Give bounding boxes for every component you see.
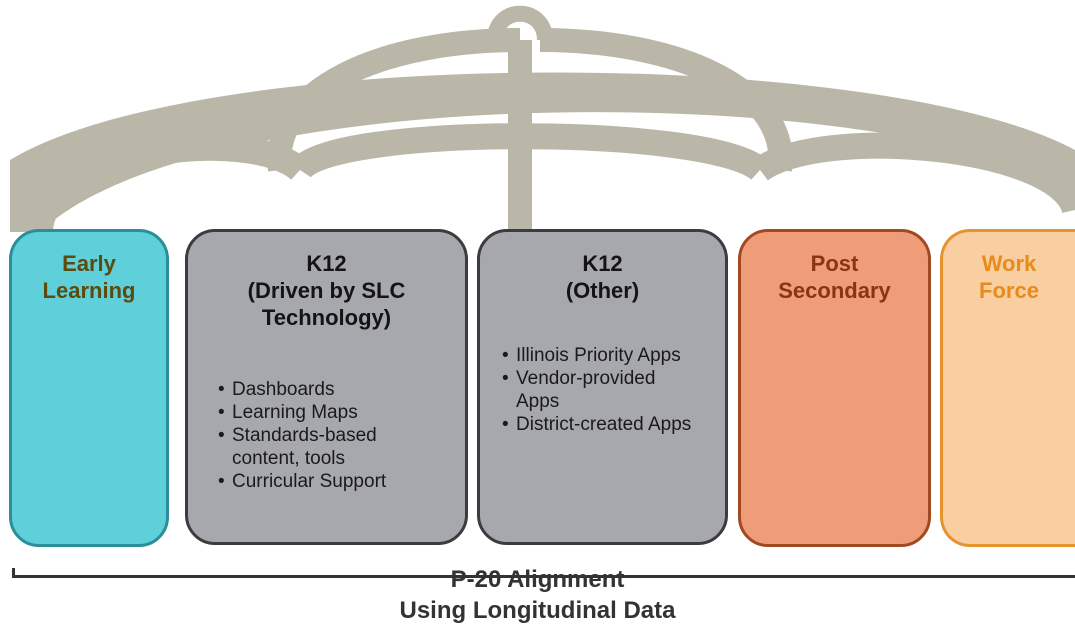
column-title: Post Secondary (741, 250, 928, 304)
column-work-force: Work Force (940, 229, 1075, 547)
list-item: Vendor-provided Apps (502, 367, 692, 413)
column-k12-other: K12 (Other) Illinois Priority Apps Vendo… (477, 229, 728, 545)
list-item: District-created Apps (502, 413, 692, 436)
title-line: K12 (582, 251, 623, 276)
title-line: (Driven by SLC (247, 278, 406, 303)
umbrella-handle (487, 5, 553, 41)
list-item: Standards-based content, tools (218, 424, 432, 470)
list-item: Dashboards (218, 378, 432, 401)
title-line: Early (62, 251, 116, 276)
title-line: Secondary (778, 278, 891, 303)
title-line: Post (810, 251, 859, 276)
column-post-secondary: Post Secondary (738, 229, 931, 547)
umbrella-shaft (508, 40, 532, 232)
list-item: Curricular Support (218, 470, 432, 493)
column-early-learning: Early Learning (9, 229, 169, 547)
umbrella-graphic (10, 5, 1075, 232)
column-title: K12 (Other) (480, 250, 725, 304)
alignment-bracket (12, 568, 1075, 578)
list-item: Learning Maps (218, 401, 432, 424)
footer-title: P-20 Alignment (450, 566, 625, 593)
column-k12-slc: K12 (Driven by SLC Technology) Dashboard… (185, 229, 468, 545)
title-line: K12 (306, 251, 347, 276)
bullet-list: Dashboards Learning Maps Standards-based… (218, 378, 432, 493)
umbrella-scallop-right (752, 132, 1075, 215)
title-line: Force (979, 278, 1039, 303)
column-title: Early Learning (12, 250, 166, 304)
list-item: Illinois Priority Apps (502, 344, 692, 367)
column-title: Work Force (943, 250, 1075, 304)
umbrella-canopy (10, 72, 1075, 232)
title-line: (Other) (565, 278, 640, 303)
column-title: K12 (Driven by SLC Technology) (188, 250, 465, 331)
title-line: Learning (42, 278, 136, 303)
footer-subtitle: Using Longitudinal Data (399, 597, 676, 624)
title-line: Work (981, 251, 1037, 276)
umbrella-rib-left (267, 28, 521, 172)
bullet-list: Illinois Priority Apps Vendor-provided A… (502, 344, 692, 436)
umbrella-rib-right (539, 28, 793, 172)
title-line: Technology) (261, 305, 392, 330)
